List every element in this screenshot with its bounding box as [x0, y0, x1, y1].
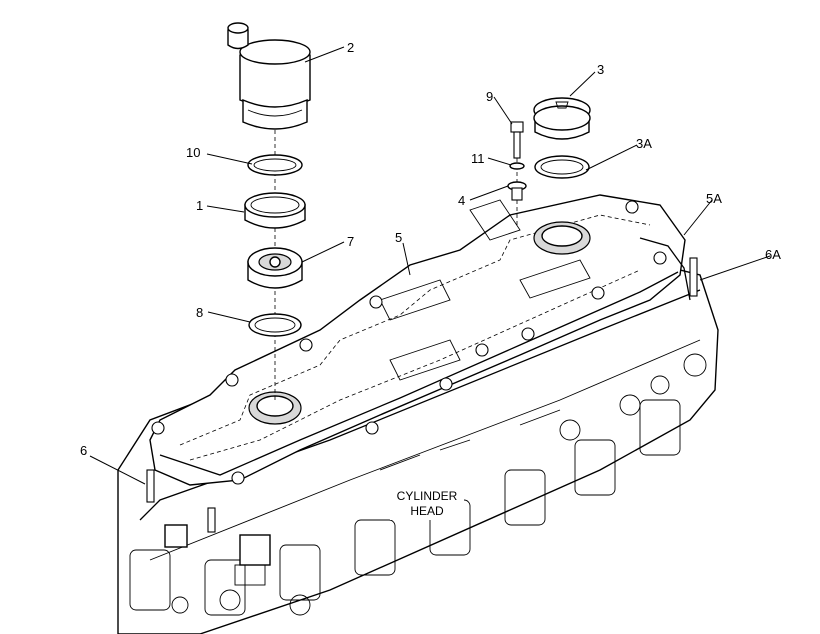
valve-assembly: [247, 247, 303, 289]
seal-ring-10: [247, 154, 303, 176]
leader-lines: [89, 46, 771, 485]
callout-3: 3: [597, 62, 604, 77]
callout-6a: 6A: [765, 247, 781, 262]
washer-11: [509, 162, 525, 170]
gasket-5a: [639, 237, 691, 301]
callout-6: 6: [80, 443, 87, 458]
callout-9: 9: [486, 89, 493, 104]
spacer-4: [507, 181, 527, 201]
callout-7: 7: [347, 234, 354, 249]
callout-11: 11: [471, 151, 485, 166]
callout-8: 8: [196, 305, 203, 320]
bolt-9: [510, 121, 524, 159]
caption-line-2: HEAD: [410, 504, 444, 518]
breather-housing: [227, 22, 311, 130]
callout-3a: 3A: [636, 136, 652, 151]
filler-cap: [533, 97, 591, 140]
seal-ring-3a: [534, 155, 590, 179]
callout-2: 2: [347, 40, 354, 55]
callout-10: 10: [186, 145, 200, 160]
clamp-ring: [244, 192, 306, 229]
seal-ring-8: [248, 313, 302, 337]
caption-line-1: CYLINDER: [397, 489, 458, 503]
callout-5: 5: [395, 230, 402, 245]
callout-4: 4: [458, 193, 465, 208]
valve-cover: [149, 194, 686, 486]
callout-5a: 5A: [706, 191, 722, 206]
callout-1: 1: [196, 198, 203, 213]
